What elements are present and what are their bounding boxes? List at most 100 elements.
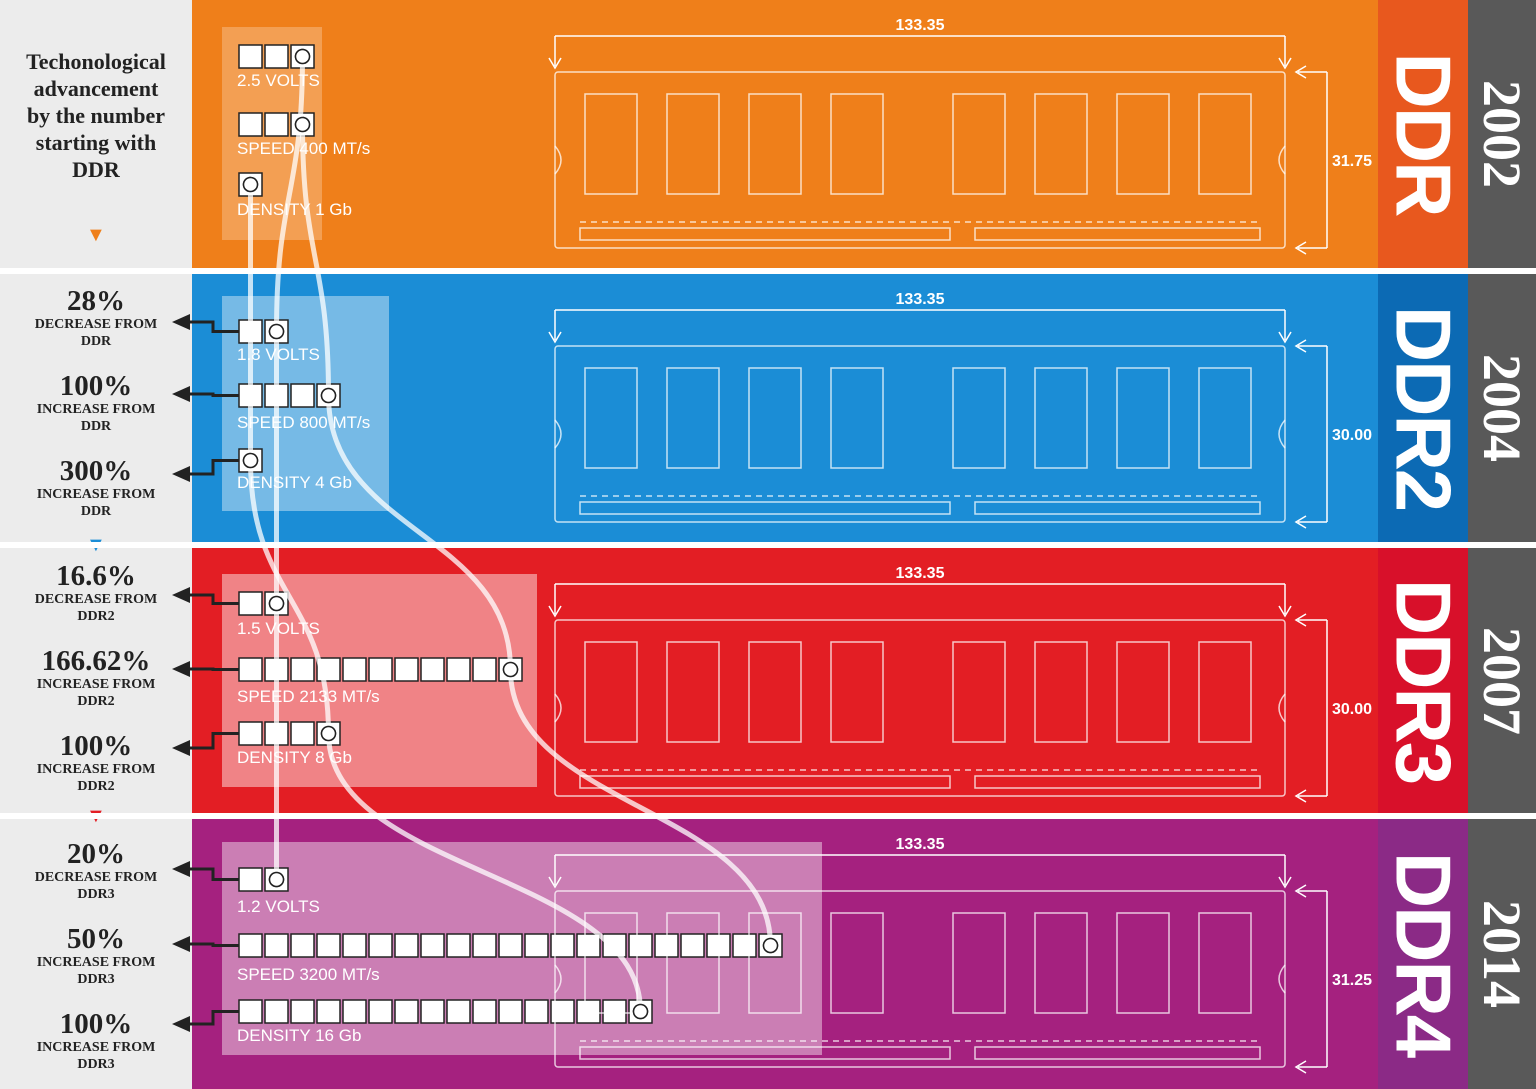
arrow-left-icon xyxy=(172,466,190,482)
spec-unit xyxy=(238,44,263,69)
ram-board xyxy=(554,345,1286,523)
memory-chip xyxy=(1116,367,1170,469)
stat-ddr3-speed: 166.62% INCREASE FROM DDR2 xyxy=(36,645,156,709)
stat-ddr3-density: 100% INCREASE FROM DDR2 xyxy=(36,730,156,794)
memory-chip xyxy=(584,93,638,195)
spec-unit xyxy=(264,999,289,1024)
memory-chip xyxy=(830,93,884,195)
ram-side-notch xyxy=(1278,145,1286,175)
spec-unit xyxy=(290,933,315,958)
spec-marker xyxy=(320,725,337,742)
spec-unit xyxy=(238,591,263,616)
memory-chip xyxy=(1198,367,1252,469)
chevron-down-icon xyxy=(1278,876,1292,889)
chevron-down-icon xyxy=(548,57,562,70)
spec-marker xyxy=(268,595,285,612)
memory-chip xyxy=(1198,641,1252,743)
spec-label: DENSITY 1 Gb xyxy=(237,200,352,219)
spec-marker xyxy=(632,1003,649,1020)
stat-connector xyxy=(180,667,239,671)
band-separator xyxy=(0,542,1536,548)
height-dimension-label: 30.00 xyxy=(1332,701,1372,718)
spec-unit xyxy=(290,721,315,746)
spec-unit xyxy=(316,999,341,1024)
stat-connector xyxy=(180,320,239,333)
progression-curve xyxy=(508,667,773,948)
width-dimension-label: 133.35 xyxy=(896,17,945,34)
spec-unit xyxy=(290,383,315,408)
stat-connector xyxy=(180,392,239,397)
spec-unit xyxy=(498,933,523,958)
intro-line: starting with xyxy=(35,130,157,155)
spec-label: DENSITY 8 Gb xyxy=(237,748,352,767)
spec-unit xyxy=(576,933,601,958)
spec-label: SPEED 2133 MT/s xyxy=(237,687,380,706)
spec-unit xyxy=(238,867,263,892)
ram-module-outline xyxy=(554,619,1286,797)
ram-contacts xyxy=(579,501,951,515)
memory-chip xyxy=(1198,912,1252,1014)
spec-unit xyxy=(342,933,367,958)
stat-ddr4-density: 100% INCREASE FROM DDR3 xyxy=(36,1008,156,1072)
memory-chip xyxy=(952,641,1006,743)
spec-unit xyxy=(238,721,263,746)
height-dimension-label: 31.75 xyxy=(1332,153,1372,170)
chevron-left-icon xyxy=(1294,789,1307,803)
progression-curve xyxy=(274,54,305,334)
chevron-down-icon xyxy=(548,876,562,889)
spec-unit xyxy=(524,999,549,1024)
band-separator xyxy=(0,813,1536,819)
width-dimension-label: 133.35 xyxy=(896,291,945,308)
spec-unit xyxy=(290,657,315,682)
spec-marker xyxy=(242,452,259,469)
chevron-down-icon xyxy=(1278,331,1292,344)
progression-curve xyxy=(326,731,643,1014)
chevron-down-icon xyxy=(548,605,562,618)
spec-marker xyxy=(294,116,311,133)
spec-unit xyxy=(238,657,263,682)
spec-unit xyxy=(680,933,705,958)
spec-unit xyxy=(446,999,471,1024)
spec-unit xyxy=(498,999,523,1024)
ram-module-outline xyxy=(554,71,1286,249)
spec-unit xyxy=(602,933,627,958)
ram-contacts xyxy=(974,227,1261,241)
ram-module-outline xyxy=(554,890,1286,1068)
chevron-down-icon xyxy=(1278,605,1292,618)
arrow-left-icon xyxy=(172,314,190,330)
spec-unit xyxy=(316,933,341,958)
spec-unit xyxy=(368,933,393,958)
year-ddr3: 2007 xyxy=(1468,548,1536,813)
ram-contacts xyxy=(579,775,951,789)
arrow-left-icon xyxy=(172,740,190,756)
spec-unit xyxy=(602,999,627,1024)
spec-unit xyxy=(264,112,289,137)
memory-chip xyxy=(666,367,720,469)
spec-unit xyxy=(394,999,419,1024)
stat-connector xyxy=(180,732,239,750)
band-separator xyxy=(0,268,1536,274)
progression-curves xyxy=(247,54,773,1014)
spec-unit xyxy=(368,657,393,682)
width-dimension-label: 133.35 xyxy=(896,565,945,582)
memory-chip xyxy=(584,912,638,1014)
stat-ddr4-speed: 50% INCREASE FROM DDR3 xyxy=(36,923,156,987)
height-dimension-label: 30.00 xyxy=(1332,427,1372,444)
arrow-left-icon xyxy=(172,1016,190,1032)
year-ddr4: 2014 xyxy=(1468,819,1536,1089)
ram-board xyxy=(554,890,1286,1068)
spec-unit xyxy=(576,999,601,1024)
year-ddr: 2002 xyxy=(1468,0,1536,268)
spec-unit xyxy=(472,933,497,958)
down-arrow-icon: ▼ xyxy=(86,224,106,246)
stat-ddr2-speed: 100% INCREASE FROM DDR xyxy=(36,370,156,434)
memory-chip xyxy=(952,93,1006,195)
spec-marker xyxy=(242,176,259,193)
spec-unit xyxy=(420,933,445,958)
memory-chip xyxy=(830,641,884,743)
chevron-down-icon xyxy=(548,331,562,344)
arrow-left-icon xyxy=(172,936,190,952)
chevron-left-icon xyxy=(1294,515,1307,529)
memory-chip xyxy=(1034,367,1088,469)
